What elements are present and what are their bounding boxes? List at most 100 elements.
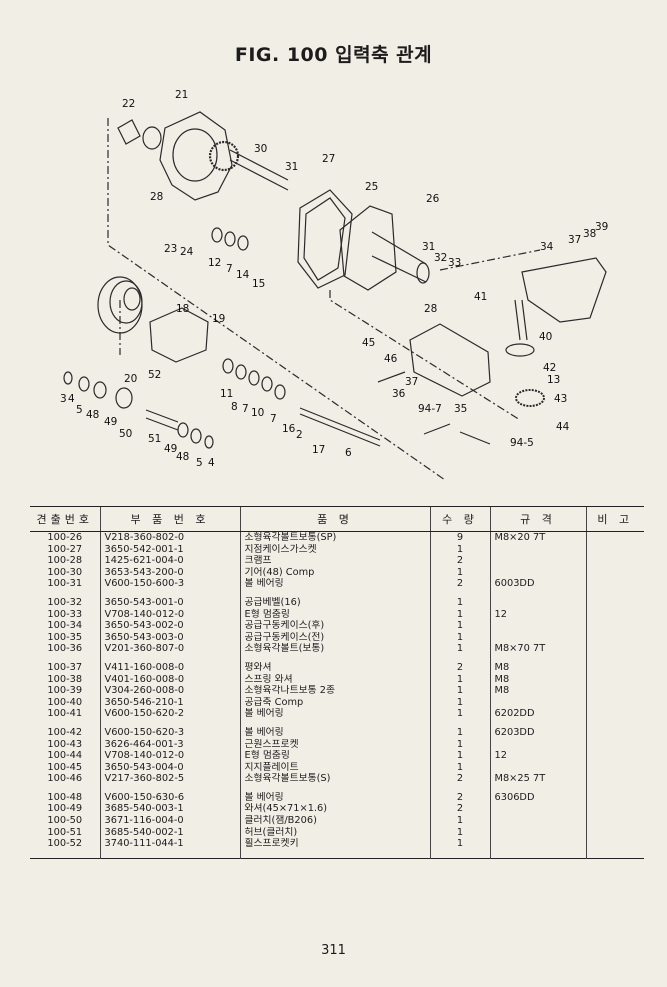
cell-part-name: 허브(클러치)	[239, 826, 430, 839]
cell-remarks	[585, 773, 644, 785]
callout: 37	[405, 376, 418, 388]
callout: 39	[595, 221, 608, 233]
cell-reference-number: 100-31	[47, 578, 83, 590]
cell-reference-number: 100-34	[47, 620, 83, 632]
cell-reference-number: 100-26	[47, 532, 83, 543]
callout: 20	[124, 373, 137, 385]
cell-part-name: 공급베벨(16)	[239, 596, 430, 609]
cell-specification: 12	[489, 608, 586, 621]
cell-quantity: 1	[429, 826, 490, 839]
cell-quantity: 1	[429, 631, 490, 644]
cell-part-number: V708-140-012-0	[99, 750, 240, 762]
callout: 11	[220, 388, 233, 400]
header-part-name: 품 명	[239, 506, 430, 532]
cell-quantity: 1	[429, 696, 490, 709]
cell-remarks	[585, 596, 644, 609]
callout: 49	[104, 416, 117, 428]
callout: 5	[196, 457, 203, 469]
cell-quantity: 1	[429, 738, 490, 751]
cell-reference-number: 100-48	[47, 791, 83, 803]
cell-reference-number: 100-36	[47, 643, 83, 655]
cell-specification: M8×70 7T	[489, 643, 586, 655]
callout: 14	[236, 269, 250, 281]
cell-quantity: 1	[429, 608, 490, 621]
cell-part-name: 소형육각나트보통 2종	[239, 685, 430, 697]
page-number: 311	[321, 943, 346, 958]
cell-remarks	[585, 566, 644, 579]
table-group-spacer	[30, 784, 644, 792]
cell-specification: M8×20 7T	[489, 531, 586, 544]
callout: 7	[270, 413, 277, 425]
cell-remarks	[585, 791, 644, 804]
cell-quantity: 1	[429, 761, 490, 774]
cell-part-number: 3626-464-001-3	[99, 738, 240, 751]
cell-specification	[489, 620, 586, 632]
cell-part-number: V218-360-802-0	[99, 531, 240, 544]
cell-part-name: 기어(48) Comp	[239, 566, 430, 579]
cell-reference-number: 100-45	[47, 761, 83, 773]
cell-part-number: V201-360-807-0	[99, 643, 240, 655]
callout: 28	[150, 191, 163, 203]
callout: 41	[474, 291, 487, 303]
cell-part-number: 3650-542-001-1	[99, 543, 240, 556]
cell-remarks	[585, 826, 644, 839]
cell-specification	[489, 596, 586, 609]
cell-remarks	[585, 738, 644, 751]
callout: 19	[212, 313, 225, 325]
cell-quantity: 1	[429, 708, 490, 720]
cell-part-name: 지지플레이트	[239, 761, 430, 774]
cell-specification: M8	[489, 685, 586, 697]
cell-specification	[489, 761, 586, 774]
cell-specification	[489, 566, 586, 579]
cell-reference-number: 100-50	[47, 815, 83, 827]
cell-quantity: 1	[429, 726, 490, 739]
cell-specification: 6202DD	[489, 708, 586, 720]
cell-reference-number: 100-49	[47, 803, 83, 815]
callout: 15	[252, 278, 265, 290]
cell-remarks	[585, 815, 644, 827]
header-remarks: 비 고	[585, 506, 644, 532]
callout: 34	[540, 241, 554, 253]
cell-quantity: 1	[429, 838, 490, 859]
callout: 42	[543, 362, 556, 374]
callout: 48	[86, 409, 99, 421]
cell-part-number: 1425-621-004-0	[99, 555, 240, 567]
cell-part-name: 볼 베어링	[239, 708, 430, 720]
header-part-number: 부 품 번 호	[99, 506, 240, 532]
cell-reference-number: 100-40	[47, 696, 83, 708]
cell-quantity: 2	[429, 803, 490, 816]
cell-part-name: 휠스프로켓키	[239, 838, 430, 859]
cell-remarks	[585, 578, 644, 590]
cell-remarks	[585, 643, 644, 655]
table-group-spacer	[30, 589, 644, 597]
cell-specification	[489, 803, 586, 816]
callout: 33	[448, 257, 461, 269]
cell-part-number: 3650-546-210-1	[99, 696, 240, 709]
table-group-spacer	[30, 719, 644, 727]
cell-specification	[489, 555, 586, 567]
cell-part-number: V304-260-008-0	[99, 685, 240, 697]
cell-reference-number: 100-42	[47, 726, 83, 738]
cell-specification: 6003DD	[489, 578, 586, 590]
cell-part-number: V217-360-802-5	[99, 773, 240, 785]
cell-part-number: V411-160-008-0	[99, 661, 240, 674]
cell-quantity: 1	[429, 620, 490, 632]
cell-part-name: 공급축 Comp	[239, 696, 430, 709]
cell-part-number: 3671-116-004-0	[99, 815, 240, 827]
cell-reference-number: 100-39	[47, 685, 83, 697]
cell-remarks	[585, 531, 644, 544]
